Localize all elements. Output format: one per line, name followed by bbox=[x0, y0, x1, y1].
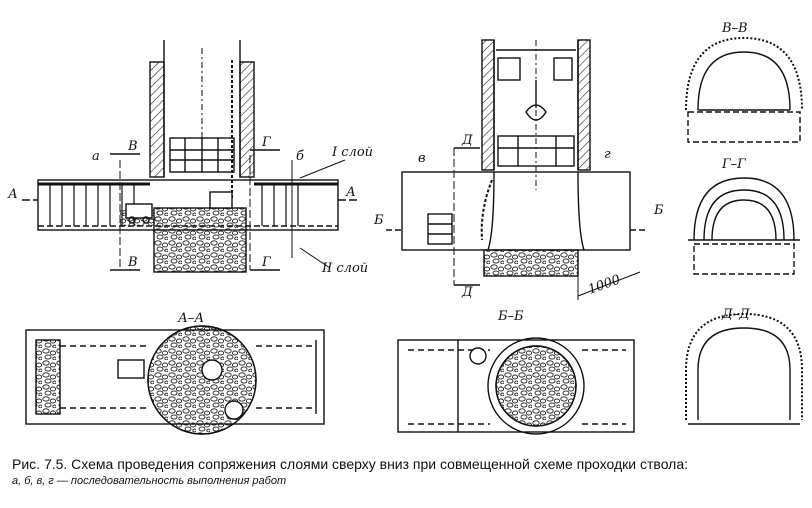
label-D-bottom: Д bbox=[461, 285, 473, 300]
dimension-1000: 1000 bbox=[586, 272, 622, 297]
plan-BB bbox=[397, 337, 635, 435]
label-layer1: I слой bbox=[331, 145, 373, 160]
label-B-right: Б bbox=[653, 203, 664, 218]
section-title-VV: В–В bbox=[721, 21, 748, 36]
left-elevation-labels: а б А А В В Г Г I слой II слой bbox=[7, 135, 373, 276]
profile-GG bbox=[688, 177, 800, 275]
label-g: г bbox=[604, 147, 611, 162]
label-v: в bbox=[418, 151, 426, 166]
section-title-AA: А–А bbox=[177, 311, 204, 326]
section-title-GG: Г–Г bbox=[721, 157, 746, 172]
section-title-BB: Б–Б bbox=[497, 309, 524, 324]
plan-AA bbox=[25, 325, 325, 435]
label-a: а bbox=[92, 149, 100, 164]
label-D-top: Д bbox=[461, 133, 473, 148]
caption-main: Рис. 7.5. Схема проведения сопряжения сл… bbox=[12, 456, 689, 472]
label-V-bottom: В bbox=[127, 255, 138, 270]
figure-caption: Рис. 7.5. Схема проведения сопряжения сл… bbox=[12, 456, 802, 489]
label-G-top: Г bbox=[261, 135, 271, 150]
profile-VV bbox=[685, 36, 803, 143]
middle-elevation bbox=[386, 39, 648, 300]
caption-sub: а, б, в, г — последовательность выполнен… bbox=[12, 475, 287, 487]
label-b: б bbox=[296, 149, 304, 164]
profile-DD bbox=[685, 312, 803, 425]
section-title-DD: Д–Д bbox=[721, 307, 750, 322]
label-A-left: А bbox=[7, 187, 18, 202]
label-layer2: II слой bbox=[321, 261, 368, 276]
left-elevation bbox=[22, 40, 360, 273]
label-V-top: В bbox=[127, 139, 138, 154]
label-B-left: Б bbox=[373, 213, 384, 228]
profile-labels: В–В Г–Г Д–Д bbox=[721, 21, 750, 322]
label-G-bottom: Г bbox=[261, 255, 271, 270]
label-A-right: А bbox=[345, 185, 356, 200]
